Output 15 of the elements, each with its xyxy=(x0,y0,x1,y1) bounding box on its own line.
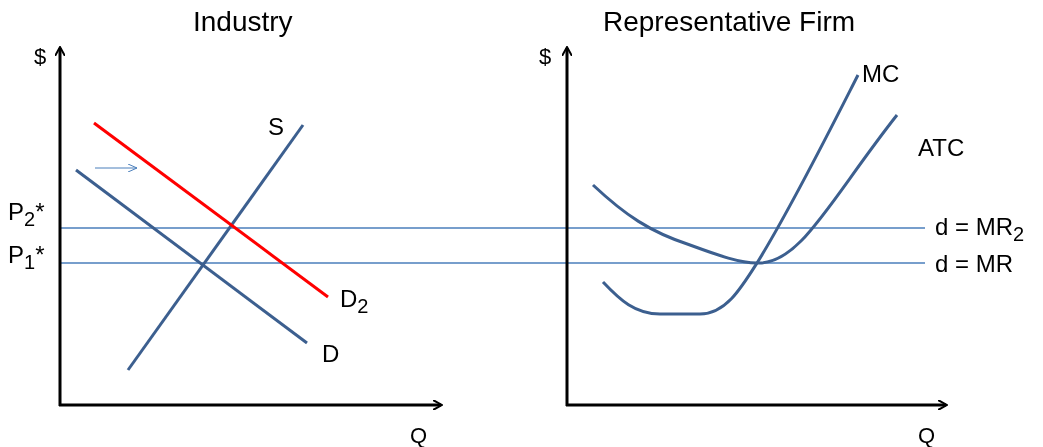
panel-title: Representative Firm xyxy=(603,8,856,36)
curve-label: S xyxy=(268,115,284,139)
axis-label: Q xyxy=(918,425,936,447)
price-label: P$_{2}$* xyxy=(8,200,45,229)
curve-label: MC xyxy=(862,62,900,86)
axis-label: Q xyxy=(410,425,428,447)
axis-label: $ xyxy=(34,46,47,68)
panel-title: Industry xyxy=(193,8,293,36)
axis-label: $ xyxy=(539,46,552,68)
price-label: P$_{1}$* xyxy=(8,243,45,272)
curve-label: D$_{2}$ xyxy=(340,287,369,316)
curve-label: D xyxy=(322,342,340,366)
curve-label: d = MR xyxy=(935,252,1014,276)
curve-label: ATC xyxy=(918,136,965,160)
curve-label: d = MR$_{2}$ xyxy=(935,215,1025,244)
